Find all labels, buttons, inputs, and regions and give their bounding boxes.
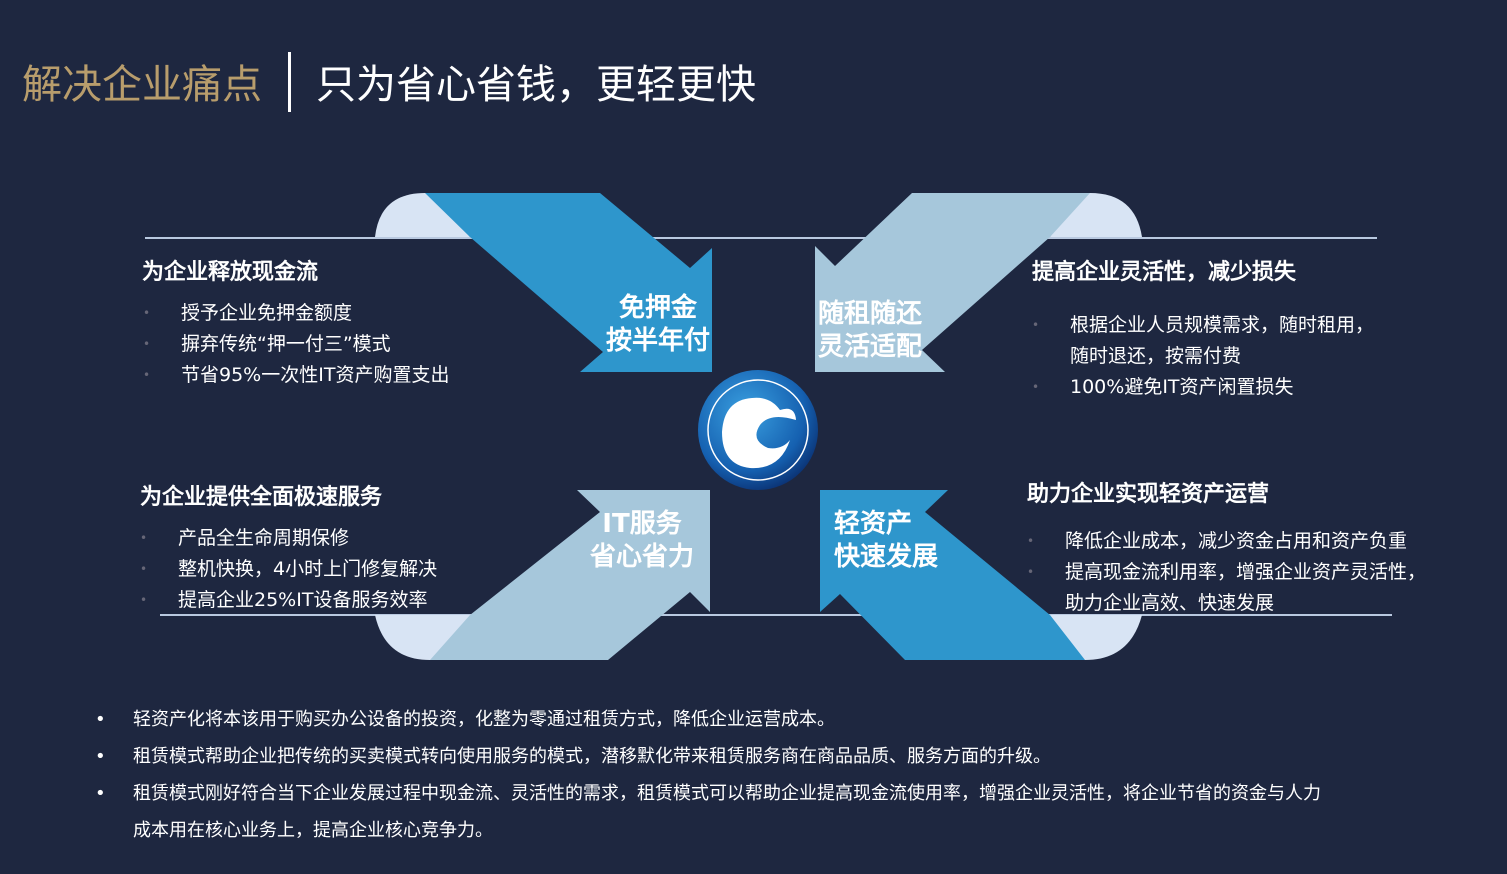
arrow-label-line: IT服务 xyxy=(602,509,682,539)
quadrant-list: 授予企业免押金额度 摒弃传统“押一付三”模式 节省95%一次性IT资产购置支出 xyxy=(143,298,449,391)
list-item: 整机快换，4小时上门修复解决 xyxy=(140,554,437,585)
quadrant-list: 降低企业成本，减少资金占用和资产负重 提高现金流利用率，增强企业资产灵活性， 助… xyxy=(1027,526,1426,619)
arrow-label-line: 轻资产 xyxy=(834,509,913,539)
list-item: 产品全生命周期保修 xyxy=(140,523,437,554)
quadrant-list: 产品全生命周期保修 整机快换，4小时上门修复解决 提高企业25%IT设备服务效率 xyxy=(140,523,437,616)
arrow-label-bl: IT服务省心省力 xyxy=(590,508,694,574)
arrow-label-tr: 随租随还灵活适配 xyxy=(818,298,922,364)
bullet-item: 成本用在核心业务上，提高企业核心竞争力。 xyxy=(133,820,493,841)
bullet-item: 轻资产化将本该用于购买办公设备的投资，化整为零通过租赁方式，降低企业运营成本。 xyxy=(95,701,1321,738)
summary-bullets: 轻资产化将本该用于购买办公设备的投资，化整为零通过租赁方式，降低企业运营成本。 … xyxy=(95,701,1321,849)
arrow-label-line: 省心省力 xyxy=(590,542,695,572)
list-item: 根据企业人员规模需求，随时租用， xyxy=(1032,310,1374,341)
quadrant-heading: 为企业释放现金流 xyxy=(142,260,319,285)
list-item: 授予企业免押金额度 xyxy=(143,298,449,329)
quadrant-heading: 助力企业实现轻资产运营 xyxy=(1027,482,1270,507)
arrow-label-line: 灵活适配 xyxy=(818,332,923,362)
list-item: 助力企业高效、快速发展 xyxy=(1065,592,1275,614)
arrow-br xyxy=(820,490,1085,660)
list-item: 随时退还，按需付费 xyxy=(1070,345,1242,367)
arrow-label-br: 轻资产快速发展 xyxy=(834,508,938,574)
quadrant-heading: 为企业提供全面极速服务 xyxy=(140,485,383,510)
arrow-tl xyxy=(425,193,712,372)
list-item: 100%避免IT资产闲置损失 xyxy=(1032,372,1374,403)
arrow-label-line: 随租随还 xyxy=(818,299,923,329)
arrow-tr xyxy=(815,193,1090,372)
arrow-label-line: 免押金 xyxy=(619,293,698,323)
list-item: 提高现金流利用率，增强企业资产灵活性， xyxy=(1027,557,1426,588)
title-main: 解决企业痛点 xyxy=(22,62,262,108)
bullet-item: 租赁模式帮助企业把传统的买卖模式转向使用服务的模式，潜移默化带来租赁服务商在商品… xyxy=(95,738,1321,775)
list-item: 节省95%一次性IT资产购置支出 xyxy=(143,360,449,391)
arrow-label-line: 按半年付 xyxy=(606,326,711,356)
arrow-label-tl: 免押金按半年付 xyxy=(606,292,710,358)
logo-icon xyxy=(698,370,818,490)
bullet-item: 租赁模式刚好符合当下企业发展过程中现金流、灵活性的需求，租赁模式可以帮助企业提高… xyxy=(95,775,1321,812)
quadrant-list: 根据企业人员规模需求，随时租用， 随时退还，按需付费 100%避免IT资产闲置损… xyxy=(1032,310,1374,403)
list-item: 降低企业成本，减少资金占用和资产负重 xyxy=(1027,526,1426,557)
list-item: 提高企业25%IT设备服务效率 xyxy=(140,585,437,616)
quadrant-heading: 提高企业灵活性，减少损失 xyxy=(1032,260,1297,285)
title-sub: 只为省心省钱，更轻更快 xyxy=(316,62,756,108)
arrow-label-line: 快速发展 xyxy=(834,542,939,572)
list-item: 摒弃传统“押一付三”模式 xyxy=(143,329,449,360)
title-divider xyxy=(288,52,291,112)
arrow-bl xyxy=(430,490,710,660)
